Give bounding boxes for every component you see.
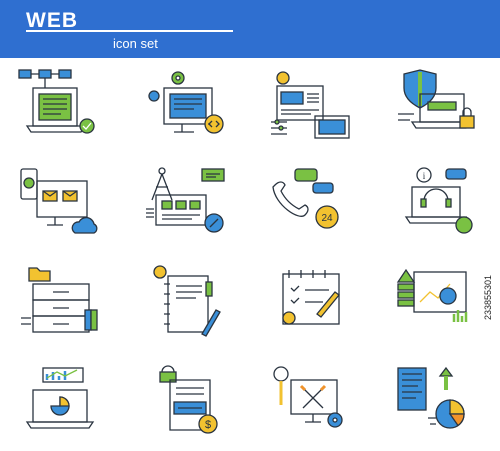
analytics-laptop-icon	[25, 367, 95, 429]
svg-text:i: i	[423, 171, 426, 181]
presentation-chart-icon	[396, 268, 468, 322]
mobile-email-cloud-icon	[20, 168, 98, 234]
title-underline	[26, 30, 233, 32]
sitemap-laptop-icon	[18, 69, 95, 134]
settings-tools-monitor-icon	[273, 366, 343, 428]
web-design-compass-icon	[146, 167, 225, 233]
support-phone-24-icon: 24	[272, 168, 339, 229]
calendar-task-icon	[282, 270, 340, 325]
web-design-layout-icon	[271, 71, 350, 139]
notebook-pen-icon	[153, 265, 221, 337]
security-shield-laptop-icon	[398, 69, 475, 129]
online-support-headset-icon: i	[404, 167, 473, 234]
file-archive-drawer-icon	[21, 267, 98, 333]
web-development-monitor-icon	[148, 71, 224, 134]
header-banner: WEB icon set	[0, 0, 500, 58]
page-title: WEB	[26, 9, 78, 32]
page-subtitle: icon set	[113, 36, 158, 51]
report-pie-chart-icon	[397, 366, 465, 429]
svg-text:24: 24	[321, 213, 333, 224]
svg-text:$: $	[205, 419, 211, 431]
invoice-payment-icon: $	[159, 365, 218, 434]
